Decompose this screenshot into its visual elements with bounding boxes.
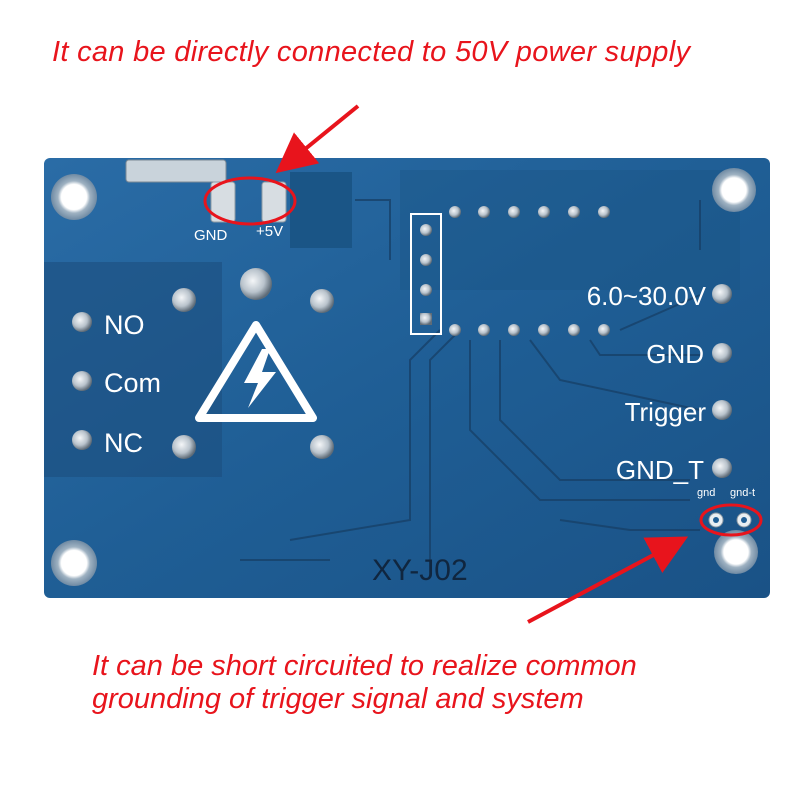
- trace-zone: [400, 170, 740, 290]
- mounting-holes: [51, 168, 758, 586]
- pad-label-gnd: GND: [194, 227, 228, 244]
- terminal-label-no: NO: [104, 310, 145, 340]
- header-pin-row-top: [449, 206, 610, 218]
- pcb-board: [44, 158, 770, 598]
- caption-top: It can be directly connected to 50V powe…: [52, 36, 691, 68]
- terminal-label-voltage: 6.0~30.0V: [587, 281, 707, 311]
- terminal-label-trigger: Trigger: [625, 397, 707, 427]
- programming-pins: [420, 224, 432, 325]
- high-voltage-warning-icon: [195, 321, 317, 422]
- small-pad-label-gnd-t: gnd-t: [730, 487, 755, 499]
- caption-bottom-line2: grounding of trigger signal and system: [92, 683, 584, 715]
- terminal-label-gnd: GND: [646, 339, 704, 369]
- terminal-label-com: Com: [104, 368, 161, 398]
- arrow-icon: [527, 536, 689, 624]
- arrow-icon: [275, 104, 360, 174]
- small-pad-label-gnd: gnd: [697, 487, 715, 499]
- usb-connector: [125, 159, 227, 183]
- terminal-label-gnd-t: GND_T: [616, 455, 704, 485]
- via-grid: [290, 172, 352, 248]
- input-terminal-screws: [712, 284, 732, 478]
- annotation-ellipse-power-pads: [203, 176, 297, 226]
- terminal-label-nc: NC: [104, 428, 143, 458]
- header-pin-row-bottom: [449, 324, 610, 336]
- annotation-ellipse-jumper: [699, 503, 763, 537]
- pcb-traces: [240, 199, 701, 561]
- programming-header: [410, 213, 442, 335]
- power-pads: [210, 181, 287, 223]
- relay-terminal-screws: [72, 312, 92, 450]
- caption-bottom-line1: It can be short circuited to realize com…: [92, 650, 637, 682]
- jumper-pads: [708, 512, 752, 528]
- pad-label-5v: +5V: [256, 223, 283, 240]
- board-model-label: XY-J02: [372, 554, 468, 587]
- relay-solder-joints: [172, 268, 334, 459]
